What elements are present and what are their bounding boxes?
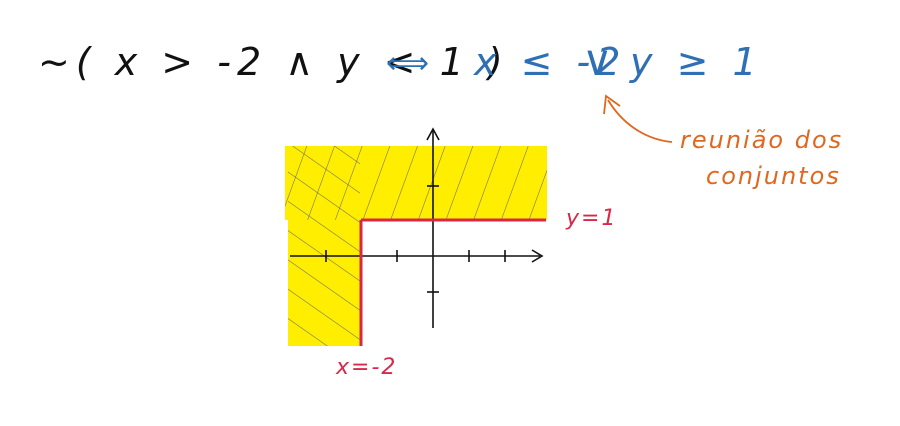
equation-lhs: ~( x > -2 ∧ y < 1 ) (38, 40, 509, 84)
label-y-equals-1: y=1 (566, 206, 618, 231)
annotation-line-1: reunião dos (680, 126, 844, 154)
equation-rhs-right: y ≥ 1 (630, 40, 763, 84)
axes (290, 127, 544, 328)
equation-rhs-left: x ≤ -2 (474, 40, 627, 84)
annotation-arrow-curve (607, 99, 673, 143)
equivalence-symbol: ⟺ (386, 46, 432, 81)
annotation-line-2: conjuntos (706, 162, 841, 190)
x-axis-arrow-icon (531, 249, 544, 263)
or-symbol: ∨ (582, 36, 615, 85)
hatch-x-le-minus-2 (288, 146, 360, 346)
boundary-lines (359, 218, 546, 346)
label-x-equals-minus-2: x=-2 (336, 355, 398, 380)
hatching (285, 146, 547, 346)
annotation-arrowhead-icon (603, 94, 621, 115)
annotation-arrow (603, 94, 673, 143)
y-axis-arrow-icon (426, 127, 440, 141)
